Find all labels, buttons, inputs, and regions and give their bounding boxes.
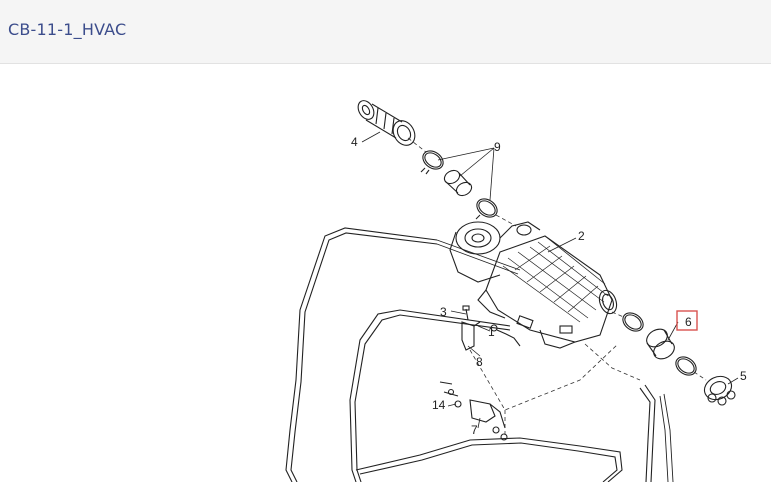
part-9-coupling[interactable] <box>442 168 474 198</box>
callout-6-highlight[interactable] <box>676 310 698 331</box>
callout-labels: 4 9 2 3 1 8 6 5 14 7 <box>351 135 747 437</box>
callout-1[interactable]: 1 <box>488 325 495 339</box>
callout-9[interactable]: 9 <box>494 140 501 154</box>
callout-8[interactable]: 8 <box>476 355 483 369</box>
part-3-bolt[interactable] <box>462 305 470 321</box>
callout-3[interactable]: 3 <box>440 305 447 319</box>
callout-6[interactable]: 6 <box>685 315 692 329</box>
page-header: CB-11-1_HVAC <box>0 0 771 64</box>
part-9-clamp-lower[interactable] <box>473 195 500 221</box>
part-9-clamp-right-lower[interactable] <box>672 353 699 379</box>
alignment-lines <box>407 137 707 436</box>
callout-5[interactable]: 5 <box>740 369 747 383</box>
callout-14[interactable]: 14 <box>432 398 446 412</box>
hose-left-long[interactable] <box>285 227 521 483</box>
hvac-exploded-diagram: 4 9 2 3 1 8 6 5 14 7 <box>285 98 747 483</box>
page-title: CB-11-1_HVAC <box>8 20 127 39</box>
diagram-canvas: 4 9 2 3 1 8 6 5 14 7 <box>0 65 771 483</box>
hose-lower-loop[interactable] <box>349 309 623 483</box>
callout-2[interactable]: 2 <box>578 229 585 243</box>
part-9-clamp-right-upper[interactable] <box>619 309 646 335</box>
part-5-connector[interactable] <box>701 372 736 406</box>
callout-4[interactable]: 4 <box>351 135 358 149</box>
part-4-duct[interactable] <box>355 98 419 149</box>
callout-7[interactable]: 7 <box>471 423 478 437</box>
leader-lines <box>361 131 739 429</box>
hose-right[interactable] <box>639 384 674 483</box>
part-6-coupling[interactable] <box>643 326 677 363</box>
part-9-clamp-upper[interactable] <box>419 147 446 175</box>
part-2-hvac-unit[interactable] <box>449 221 620 349</box>
part-8-bracket[interactable] <box>461 321 481 351</box>
part-7-valve[interactable] <box>469 399 508 441</box>
